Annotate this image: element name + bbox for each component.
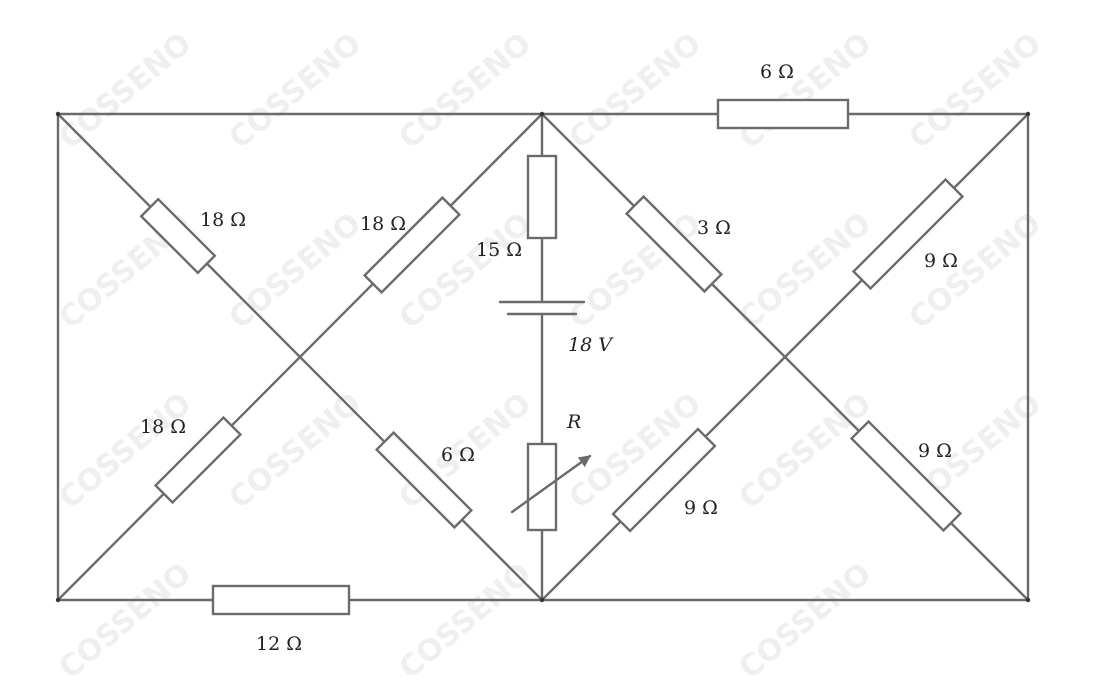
label-r-right-tr: 9 Ω xyxy=(924,250,958,272)
label-r-top: 6 Ω xyxy=(760,61,794,83)
label-r-mid: 15 Ω xyxy=(476,239,522,261)
watermark-text: COSSENO xyxy=(903,26,1048,156)
node xyxy=(55,597,61,603)
resistor-left-tr xyxy=(362,195,462,295)
resistor-right-br xyxy=(849,419,963,533)
resistor-variable xyxy=(526,442,558,532)
label-r-right-bl: 9 Ω xyxy=(684,497,718,519)
node xyxy=(1025,597,1031,603)
label-r-left-tr: 18 Ω xyxy=(360,213,406,235)
watermark-text: COSSENO xyxy=(563,26,708,156)
node xyxy=(539,597,545,603)
resistor-top xyxy=(716,98,850,130)
outer-wires xyxy=(56,112,1030,602)
resistor-bottom xyxy=(211,584,351,616)
label-variable: R xyxy=(566,411,581,433)
battery xyxy=(498,300,586,316)
node xyxy=(539,111,545,117)
label-r-right-tl: 3 Ω xyxy=(697,217,731,239)
node xyxy=(1025,111,1031,117)
resistor-right-tr xyxy=(851,177,965,291)
resistor-left-br xyxy=(374,430,474,530)
watermark-text: COSSENO xyxy=(733,556,878,686)
label-battery: 18 V xyxy=(568,334,614,356)
watermark-text: COSSENO xyxy=(223,386,368,516)
resistor-left-tl xyxy=(139,197,217,275)
labels: 6 Ω 18 Ω 18 Ω 15 Ω 3 Ω 9 Ω 18 V R 18 Ω 6… xyxy=(140,61,958,655)
watermark-text: COSSENO xyxy=(53,26,198,156)
label-r-right-br: 9 Ω xyxy=(918,440,952,462)
resistor-right-tl xyxy=(624,194,724,294)
watermark-text: COSSENO xyxy=(733,26,878,156)
label-r-left-bl: 18 Ω xyxy=(140,416,186,438)
watermark-layer: COSSENO COSSENO COSSENO COSSENO COSSENO … xyxy=(53,26,1048,686)
right-diagonals xyxy=(540,112,1030,602)
label-r-left-tl: 18 Ω xyxy=(200,209,246,231)
left-diagonals xyxy=(56,112,544,602)
wire-diag-bl-tr xyxy=(56,112,544,602)
variable-resistor-arrow xyxy=(510,454,592,514)
resistor-right-bl xyxy=(611,427,717,533)
watermark-text: COSSENO xyxy=(393,26,538,156)
resistor-left-bl xyxy=(153,415,243,505)
watermark-text: COSSENO xyxy=(223,26,368,156)
junction-nodes xyxy=(55,111,1031,603)
label-r-bottom: 12 Ω xyxy=(256,633,302,655)
watermark-text: COSSENO xyxy=(53,556,198,686)
watermark-text: COSSENO xyxy=(733,386,878,516)
resistor-middle xyxy=(526,154,558,240)
label-r-left-br: 6 Ω xyxy=(441,444,475,466)
node xyxy=(55,111,61,117)
